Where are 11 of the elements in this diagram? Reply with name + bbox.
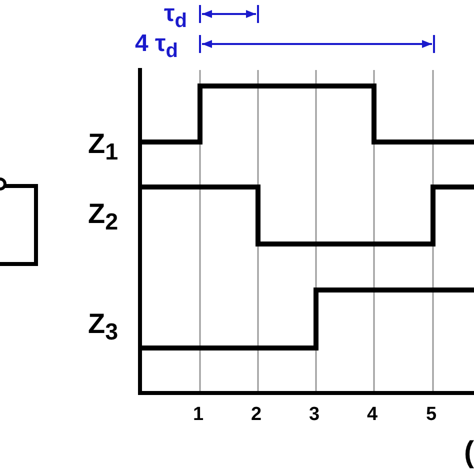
tick-label: 5 (426, 405, 437, 424)
dimension-label: 4 τ$_{d}$ (135, 32, 178, 61)
tick-label: 3 (309, 405, 320, 424)
signal-label: Z$_{2}$ (88, 200, 118, 234)
tick-label: 2 (251, 405, 262, 424)
tick-label: 4 (367, 405, 378, 424)
tick-label: 1 (193, 405, 204, 424)
dimension-label: τ$_{d}$ (164, 2, 187, 31)
axis-label: ( (464, 438, 474, 468)
signal-label: Z$_{1}$ (88, 130, 118, 164)
signal-label: Z$_{3}$ (88, 310, 118, 344)
